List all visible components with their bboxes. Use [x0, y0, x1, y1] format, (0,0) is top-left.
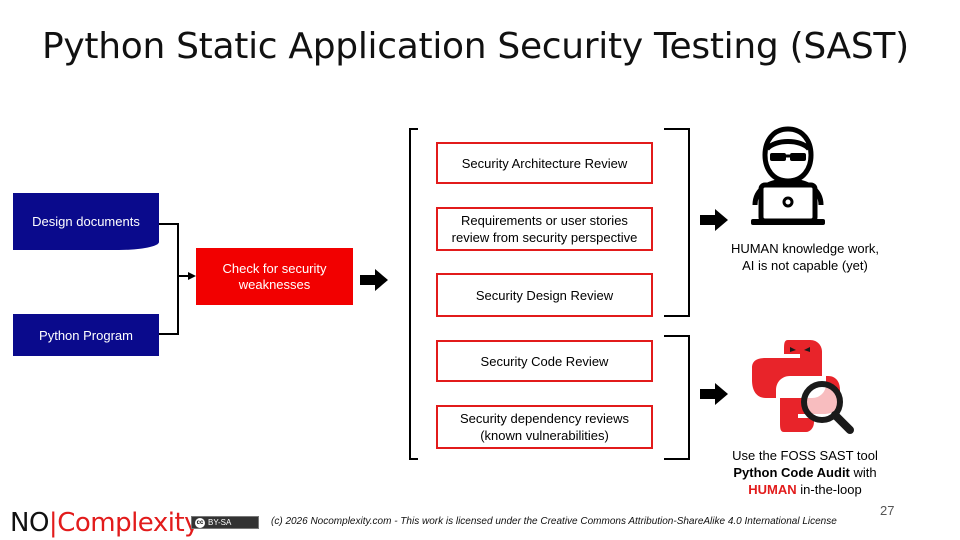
right-bracket-bottom: [664, 335, 690, 460]
license-text: (c) 2026 Nocomplexity.com - This work is…: [271, 516, 837, 527]
tool-caption-line1: Use the FOSS SAST tool: [732, 448, 878, 463]
connector-design: [159, 223, 179, 276]
design-documents-label: Design documents: [32, 214, 140, 229]
security-architecture-review: Security Architecture Review: [436, 142, 653, 184]
hacker-laptop-icon: [751, 126, 825, 225]
design-review-label: Security Design Review: [475, 287, 614, 303]
check-weaknesses-box: Check for security weaknesses: [196, 248, 353, 305]
cc-label: BY-SA: [208, 518, 232, 527]
dependency-line1: Security dependency reviews: [459, 411, 630, 426]
check-line1: Check for security: [222, 260, 327, 276]
human-caption-line2: AI is not capable (yet): [742, 258, 868, 273]
python-audit-icon: [752, 340, 854, 434]
logo-bar: |: [48, 508, 58, 538]
python-program-label: Python Program: [39, 327, 133, 343]
tool-caption-with: with: [849, 465, 877, 480]
requirements-line1: Requirements or user stories: [461, 213, 628, 228]
left-bracket: [409, 128, 418, 460]
page-number: 27: [880, 503, 895, 518]
security-dependency-review: Security dependency reviews (known vulne…: [436, 405, 653, 449]
security-design-review: Security Design Review: [436, 273, 653, 317]
slide-title: Python Static Application Security Testi…: [42, 26, 909, 67]
architecture-label: Security Architecture Review: [461, 155, 628, 171]
arrow-right-icon: [700, 383, 728, 405]
check-line2: weaknesses: [238, 276, 311, 292]
connector-arrowhead: [188, 272, 196, 280]
arrow-right-icon: [360, 269, 388, 291]
cc-icon: cc: [195, 517, 205, 528]
requirements-review: Requirements or user stories review from…: [436, 207, 653, 251]
design-documents-box: Design documents: [13, 193, 159, 250]
logo-no: NO: [10, 508, 49, 538]
code-review-label: Security Code Review: [480, 353, 609, 369]
human-caption-line1: HUMAN knowledge work,: [730, 241, 880, 256]
python-program-box: Python Program: [13, 314, 159, 356]
connector-program: [159, 276, 179, 335]
tool-caption-loop: in-the-loop: [796, 482, 862, 497]
nocomplexity-logo: NO|Complexity: [10, 508, 200, 538]
human-emphasis: HUMAN: [748, 482, 797, 497]
tool-name: Python Code Audit: [733, 465, 850, 480]
logo-complexity: Complexity: [57, 508, 200, 538]
requirements-line2: review from security perspective: [451, 230, 638, 245]
arrow-right-icon: [700, 209, 728, 231]
tool-caption-line3: HUMAN in-the-loop: [700, 481, 910, 498]
tool-caption-line2: Python Code Audit with: [700, 464, 910, 481]
security-code-review: Security Code Review: [436, 340, 653, 382]
human-caption: HUMAN knowledge work, AI is not capable …: [700, 240, 910, 274]
right-bracket-top: [664, 128, 690, 317]
tool-caption: Use the FOSS SAST tool Python Code Audit…: [700, 447, 910, 498]
dependency-line2: (known vulnerabilities): [480, 428, 609, 443]
